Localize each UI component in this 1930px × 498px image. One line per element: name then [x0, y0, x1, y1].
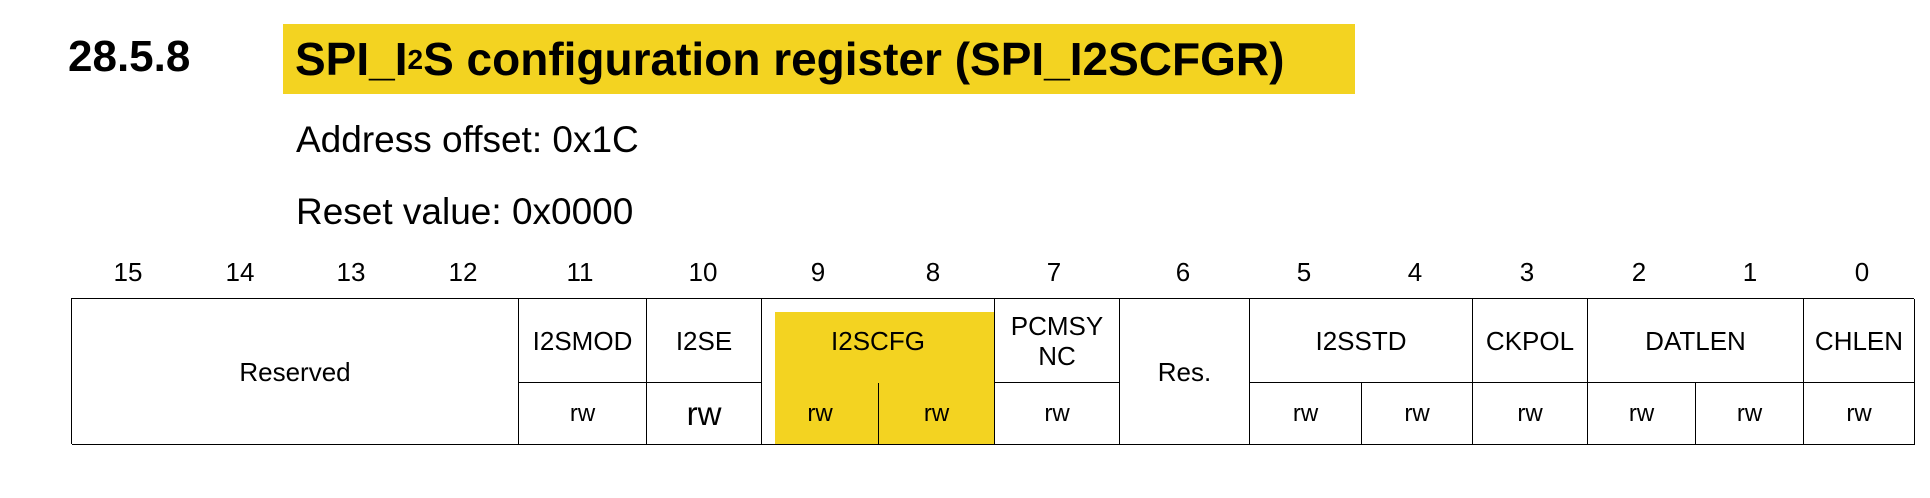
- field-reserved-bit6: Res.: [1120, 299, 1250, 445]
- bit-number: 15: [113, 257, 143, 287]
- access-bit5: rw: [1250, 383, 1362, 445]
- bit-number: 1: [1742, 257, 1758, 287]
- bit-number: 7: [1046, 257, 1062, 287]
- bit-number: 12: [448, 257, 478, 287]
- section-title-prefix: SPI_I: [295, 33, 408, 85]
- section-title: SPI_I2S configuration register (SPI_I2SC…: [283, 24, 1355, 94]
- field-ckpol: CKPOL: [1473, 299, 1588, 383]
- access-bit0: rw: [1804, 383, 1915, 445]
- field-pcmsync: PCMSY NC: [995, 299, 1120, 383]
- bit-number: 6: [1175, 257, 1191, 287]
- bit-number: 11: [566, 257, 594, 287]
- reset-value: Reset value: 0x0000: [296, 191, 634, 232]
- access-bit9: rw: [762, 383, 879, 445]
- bit-number: 4: [1407, 257, 1423, 287]
- access-bit1: rw: [1696, 383, 1804, 445]
- field-i2sstd: I2SSTD: [1250, 299, 1473, 383]
- bit-number: 14: [225, 257, 255, 287]
- field-datlen: DATLEN: [1588, 299, 1804, 383]
- field-i2scfg: I2SCFG: [762, 299, 995, 383]
- bit-number: 0: [1854, 257, 1870, 287]
- access-bit8: rw: [879, 383, 995, 445]
- bit-number: 10: [688, 257, 718, 287]
- bit-number: 2: [1631, 257, 1647, 287]
- address-offset: Address offset: 0x1C: [296, 119, 639, 160]
- bit-number: 8: [925, 257, 941, 287]
- access-bit4: rw: [1362, 383, 1473, 445]
- field-pcmsync-line1: PCMSY: [1010, 310, 1104, 341]
- field-reserved: Reserved: [72, 299, 519, 445]
- i2scfg-highlight: [775, 312, 995, 445]
- register-bit-table: Reserved I2SMOD I2SE I2SCFG PCMSY NC Res…: [71, 298, 1915, 445]
- bit-number: 9: [810, 257, 826, 287]
- access-bit11: rw: [519, 383, 647, 445]
- bit-number: 5: [1296, 257, 1312, 287]
- access-bit2: rw: [1588, 383, 1696, 445]
- access-bit3: rw: [1473, 383, 1588, 445]
- section-title-superscript: 2: [407, 44, 424, 75]
- access-bit10: rw: [647, 383, 762, 445]
- field-pcmsync-line2: NC: [1038, 340, 1076, 371]
- section-title-suffix: S configuration register (SPI_I2SCFGR): [423, 33, 1285, 85]
- bit-number: 13: [336, 257, 366, 287]
- field-chlen: CHLEN: [1804, 299, 1915, 383]
- section-number: 28.5.8: [68, 32, 191, 81]
- field-i2smod: I2SMOD: [519, 299, 647, 383]
- field-i2se: I2SE: [647, 299, 762, 383]
- bit-number: 3: [1519, 257, 1535, 287]
- access-bit7: rw: [995, 383, 1120, 445]
